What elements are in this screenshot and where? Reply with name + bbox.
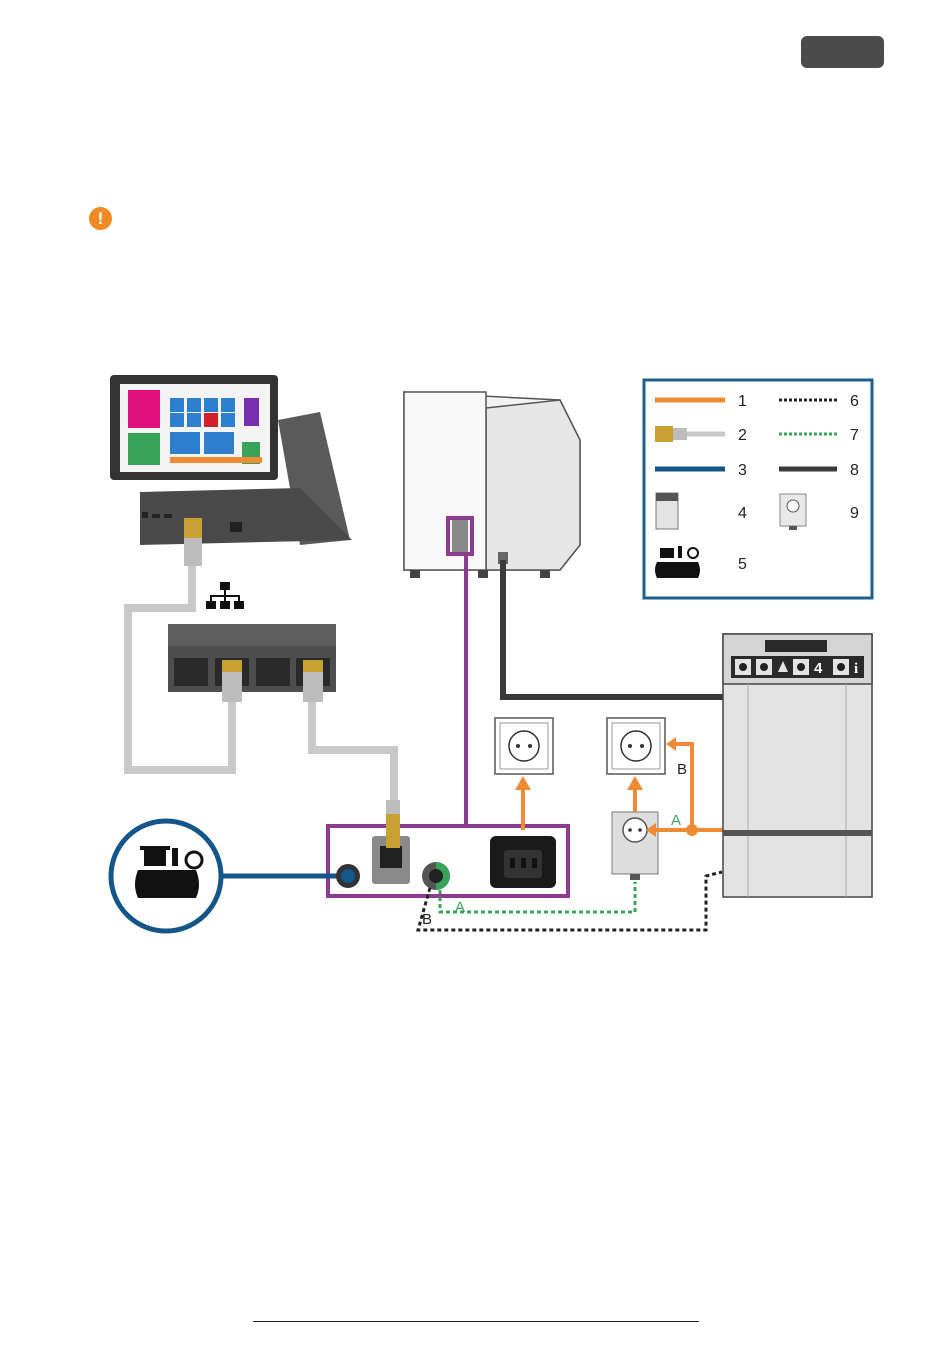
network-port-connector bbox=[372, 800, 410, 884]
legend: 1 2 3 4 5 6 7 8 9 bbox=[644, 380, 872, 598]
suction-display-digit: 4 bbox=[814, 660, 823, 677]
wall-socket-1 bbox=[495, 718, 553, 774]
suction-info-symbol: i bbox=[854, 661, 858, 677]
label-b-orange: B bbox=[677, 761, 687, 778]
legend-switched-socket-icon bbox=[780, 494, 806, 530]
network-switch bbox=[168, 624, 336, 702]
suction-unit: 4 i bbox=[723, 634, 872, 897]
legend-number: 5 bbox=[738, 556, 747, 573]
legend-number: 6 bbox=[850, 393, 859, 410]
label-b-black: B bbox=[422, 911, 432, 928]
label-a-orange: A bbox=[671, 812, 681, 829]
air-inlet-connector bbox=[336, 864, 360, 888]
network-plug-tablet bbox=[184, 518, 202, 566]
legend-number: 3 bbox=[738, 462, 747, 479]
power-inlet bbox=[490, 836, 556, 888]
milling-machine bbox=[404, 392, 580, 578]
footer-rule bbox=[253, 1321, 699, 1322]
label-a-green: A bbox=[455, 899, 465, 916]
compressor-icon bbox=[111, 821, 221, 931]
legend-number: 8 bbox=[850, 462, 859, 479]
legend-number: 9 bbox=[850, 505, 859, 522]
legend-number: 7 bbox=[850, 427, 859, 444]
legend-number: 4 bbox=[738, 505, 747, 522]
legend-number: 1 bbox=[738, 393, 747, 410]
legend-suction-unit-icon bbox=[656, 493, 678, 529]
switching-socket-connector bbox=[422, 862, 450, 890]
switched-socket bbox=[612, 812, 658, 880]
network-hub-icon bbox=[206, 582, 244, 609]
tablet-pc bbox=[110, 375, 352, 545]
wall-socket-2 bbox=[607, 718, 665, 774]
legend-number: 2 bbox=[738, 427, 747, 444]
